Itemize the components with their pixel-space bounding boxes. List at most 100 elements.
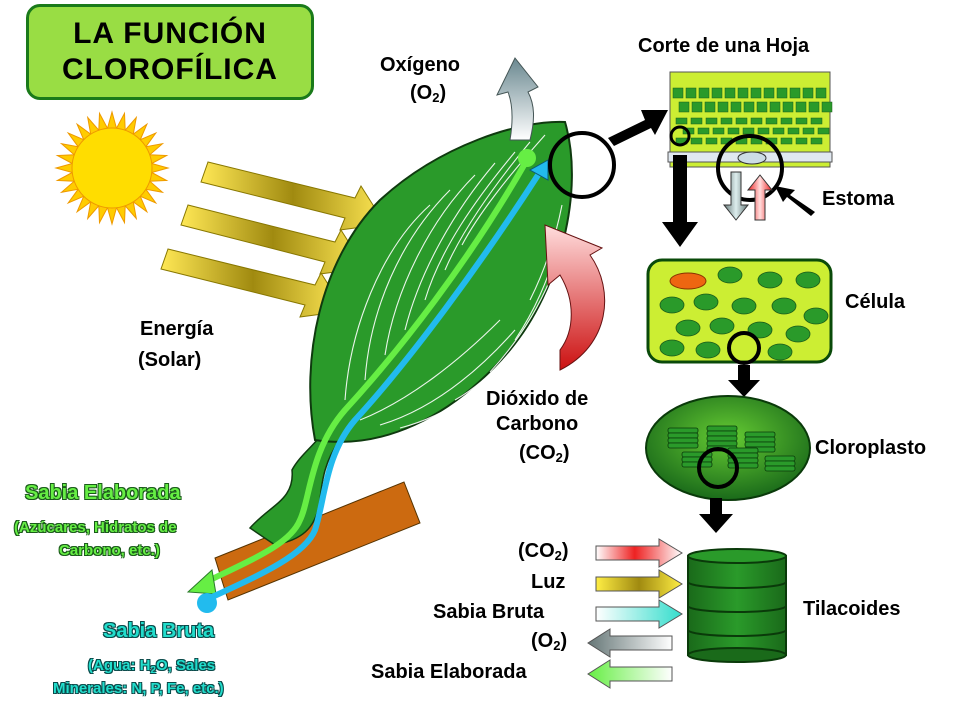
granum-disc (764, 455, 796, 462)
cell-chloroplast (785, 325, 811, 343)
spongy-cell (795, 117, 808, 125)
stomata-pointer-arrow-icon (775, 186, 815, 216)
palisade-cell (763, 87, 775, 99)
elaborated-sap-path (197, 157, 530, 588)
palisade-cell (698, 87, 710, 99)
spongy-cell (787, 127, 800, 135)
stomata-label: Estoma (822, 188, 895, 210)
thylakoid-stack (687, 548, 787, 663)
spongy-cell (690, 117, 703, 125)
legend-elaborated-sap-label: Sabia Elaborada (371, 661, 527, 683)
chloroplast-to-thylakoid-arrow-icon (699, 498, 733, 533)
granum-disc (667, 432, 699, 439)
granum-disc (744, 431, 776, 438)
palisade-cell (802, 87, 814, 99)
cell-chloroplast (771, 297, 797, 315)
spongy-cell (705, 137, 718, 145)
palisade-cell (769, 101, 781, 113)
palisade-cell (815, 87, 827, 99)
spongy-cell (675, 117, 688, 125)
co2-formula: (CO2) (519, 442, 570, 465)
cell-chloroplast (757, 271, 783, 289)
palisade-cell (678, 101, 690, 113)
sun-icon (54, 110, 170, 226)
zoom-arrow-icon (608, 110, 668, 146)
stomata-co2-in-arrow-icon (746, 174, 774, 221)
granum-disc (764, 465, 796, 472)
granum-disc (727, 447, 759, 454)
leaf-zoom-circle (548, 131, 616, 199)
stomata-o2-out-arrow-icon (722, 171, 750, 221)
energy-solar-label: (Solar) (138, 349, 202, 371)
spongy-cell (705, 117, 718, 125)
raw-sap-path (207, 169, 543, 601)
elaborated-sap-desc-2: Carbono, etc.) (59, 542, 160, 559)
granum-disc (681, 461, 713, 468)
legend-co2-label: (CO2) (518, 540, 569, 563)
palisade-cell (685, 87, 697, 99)
palisade-cell (704, 101, 716, 113)
cell-chloroplast (695, 341, 721, 359)
cell (646, 258, 833, 365)
cell-chloroplast (767, 343, 793, 361)
cell-chloroplast (731, 297, 757, 315)
cell-label: Célula (845, 291, 906, 313)
legend-light-label: Luz (531, 571, 566, 593)
spongy-cell (802, 127, 815, 135)
oxygen-release-arrow-icon (496, 57, 539, 141)
granum-disc (706, 440, 738, 447)
spongy-cell (757, 127, 770, 135)
cell-chloroplast (659, 339, 685, 357)
spongy-cell (810, 117, 823, 125)
spongy-cell (765, 117, 778, 125)
spongy-cell (817, 127, 830, 135)
granum-disc (706, 435, 738, 442)
co2-label-line-1: Dióxido de (486, 388, 589, 410)
cell-chloroplast (659, 296, 685, 314)
palisade-cell (795, 101, 807, 113)
legend-elaborated-sap-arrow-icon (587, 659, 673, 689)
palisade-cell (724, 87, 736, 99)
cell-to-chloroplast-arrow-icon (728, 365, 760, 397)
elaborated-sap-origin-dot (518, 149, 536, 167)
oxygen-formula: (O2) (410, 82, 447, 105)
spongy-cell (735, 117, 748, 125)
granum-disc (764, 460, 796, 467)
palisade-cell (821, 101, 833, 113)
leaf-cross-section (667, 71, 833, 221)
legend-o2-label: (O2) (531, 630, 568, 653)
cell-chloroplast (693, 293, 719, 311)
title-box: LA FUNCIÓN CLOROFÍLICA (26, 4, 314, 100)
cell-chloroplast (803, 307, 829, 325)
spongy-cell (750, 117, 763, 125)
legend-arrows (587, 538, 683, 689)
granum-disc (667, 427, 699, 434)
granum-disc (744, 441, 776, 448)
spongy-cell (780, 117, 793, 125)
elaborated-sap-desc-1: (Azúcares, Hidratos de (14, 519, 177, 536)
palisade-cell (789, 87, 801, 99)
palisade-cell (730, 101, 742, 113)
chloroplast (645, 395, 811, 501)
elaborated-sap-arrowhead-icon (186, 569, 217, 595)
title-line-2: CLOROFÍLICA (62, 53, 278, 86)
thylakoids-label: Tilacoides (803, 598, 901, 620)
cell-chloroplast (795, 271, 821, 289)
spongy-cell (780, 137, 793, 145)
palisade-cell (711, 87, 723, 99)
palisade-cell (743, 101, 755, 113)
legend-raw-sap-label: Sabia Bruta (433, 601, 545, 623)
oxygen-label: Oxígeno (380, 54, 461, 76)
granum-disc (667, 437, 699, 444)
spongy-cell (772, 127, 785, 135)
palisade-cell (750, 87, 762, 99)
energy-label: Energía (140, 318, 214, 340)
spongy-cell (727, 127, 740, 135)
raw-sap-desc-2: Minerales: N, P, Fe, etc.) (53, 680, 224, 697)
spongy-cell (795, 137, 808, 145)
granum-disc (681, 456, 713, 463)
granum-disc (727, 462, 759, 469)
spongy-cell (712, 127, 725, 135)
spongy-cell (690, 137, 703, 145)
